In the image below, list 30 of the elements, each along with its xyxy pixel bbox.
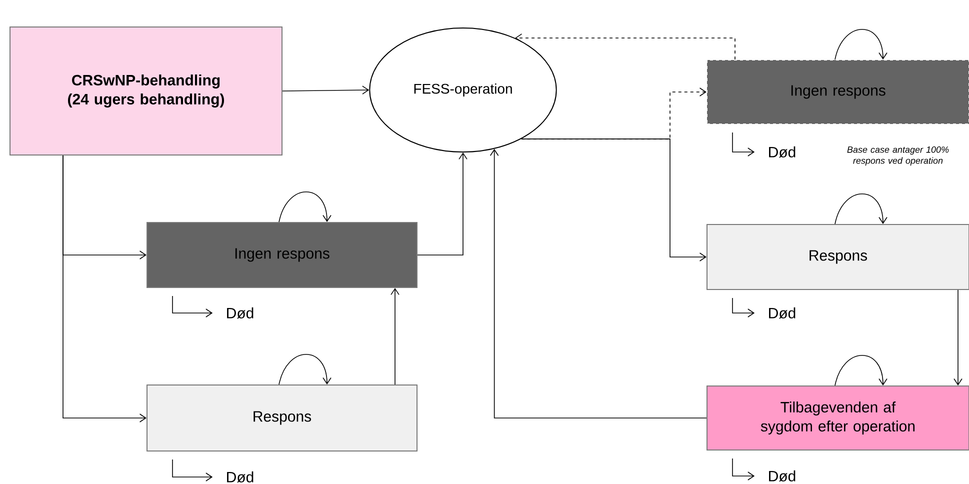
note: Base case antager 100% respons ved operation [847,146,949,166]
arrow [172,459,213,482]
state-label: Død [227,471,254,483]
state-label: Død [769,307,796,319]
state-box: Tilbagevenden af sygdom efter operation [706,385,969,450]
state-box: Respons [146,384,418,452]
arrow [417,152,468,256]
arrow [732,298,755,318]
arrow [732,458,755,480]
state-box: Ingen respons [146,222,418,288]
arrow [390,288,400,385]
arrow [732,132,755,156]
state-box: Ingen respons [706,60,969,124]
arrow [62,155,147,422]
arrow [172,296,213,318]
state-label: Død [769,146,796,158]
arrow [515,34,736,60]
self-loop-arrow [834,354,888,386]
arrow [282,86,370,94]
self-loop-arrow [278,354,332,385]
state-label: Død [769,470,796,482]
self-loop-arrow [278,191,332,222]
arrow [490,148,707,418]
arrow [954,290,962,386]
state-label: Død [227,307,254,319]
self-loop-arrow [834,28,888,60]
state-box: CRSwNP-behandling (24 ugers behandling) [10,26,282,156]
state-box: Respons [706,224,969,290]
arrow [520,88,706,140]
self-loop-arrow [834,193,888,224]
